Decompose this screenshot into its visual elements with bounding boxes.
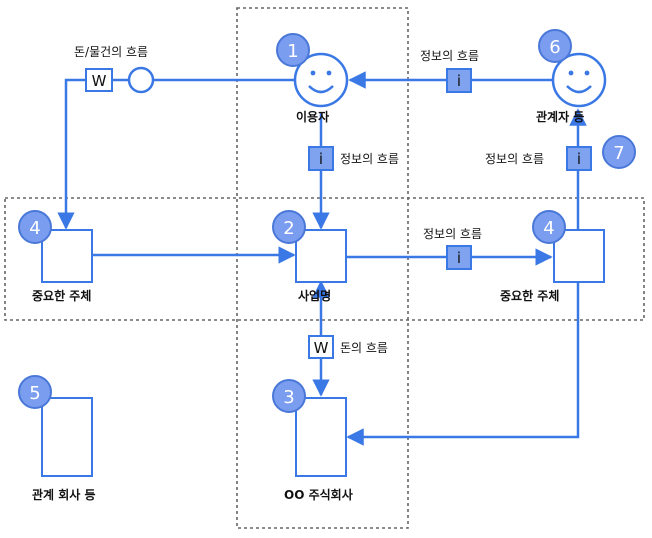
badge-4-right-number: 4 [543,218,554,239]
info-tag-mid-text: i [457,249,461,267]
badge-1-number: 1 [287,41,298,62]
money-goods-flow-line [57,78,296,230]
key-left-box [41,229,93,283]
key-right-label: 중요한 주체 [500,288,559,303]
stakeholder-label: 관계자 등 [536,109,584,124]
badge-1: 1 [276,33,310,67]
money-tag: W [308,335,334,359]
info-tag-mid: i [446,245,472,270]
info-flow-label-right: 정보의 흐름 [485,152,544,166]
key-right-box [553,229,605,283]
center-column-frame [236,7,409,529]
badge-2-number: 2 [283,218,294,239]
badge-3-number: 3 [283,387,294,408]
business-box [295,229,347,283]
badge-5: 5 [18,375,52,409]
info-tag-right: i [566,146,592,171]
info-tag-top: i [446,68,472,93]
user-face-icon [293,52,349,108]
info-flow-label-top: 정보의 흐름 [420,49,479,63]
money-tag-text: W [314,339,329,357]
badge-7: 7 [602,135,636,169]
user-label: 이용자 [296,109,329,124]
money-goods-flow-label: 돈/물건의 흐름 [74,45,148,59]
key-left-label: 중요한 주체 [32,288,91,303]
money-goods-tag-text: W [92,72,107,90]
badge-5-number: 5 [29,383,40,404]
badge-6-number: 6 [549,37,560,58]
badge-4-right: 4 [532,210,566,244]
info-flow-label-mid: 정보의 흐름 [423,227,482,241]
related-company-box [41,397,93,477]
stakeholder-face-icon [551,52,607,108]
company-label: OO 주식회사 [284,487,353,502]
company-box [295,397,347,477]
badge-2: 2 [272,210,306,244]
badge-3: 3 [272,379,306,413]
money-goods-tag: W [85,68,113,92]
business-label: 사업명 [298,288,331,303]
badge-7-number: 7 [613,143,624,164]
badge-6: 6 [538,29,572,63]
info-tag-top-text: i [457,72,461,90]
related-company-label: 관계 회사 등 [32,487,96,502]
info-flow-label-center: 정보의 흐름 [340,152,399,166]
badge-4-left: 4 [18,210,52,244]
badge-4-left-number: 4 [29,218,40,239]
money-flow-label: 돈의 흐름 [340,341,388,355]
flow-node-circle [127,66,155,94]
info-tag-center-text: i [319,150,323,168]
info-tag-right-text: i [577,150,581,168]
info-tag-center: i [308,146,334,171]
key-right-to-company-line [346,282,580,446]
